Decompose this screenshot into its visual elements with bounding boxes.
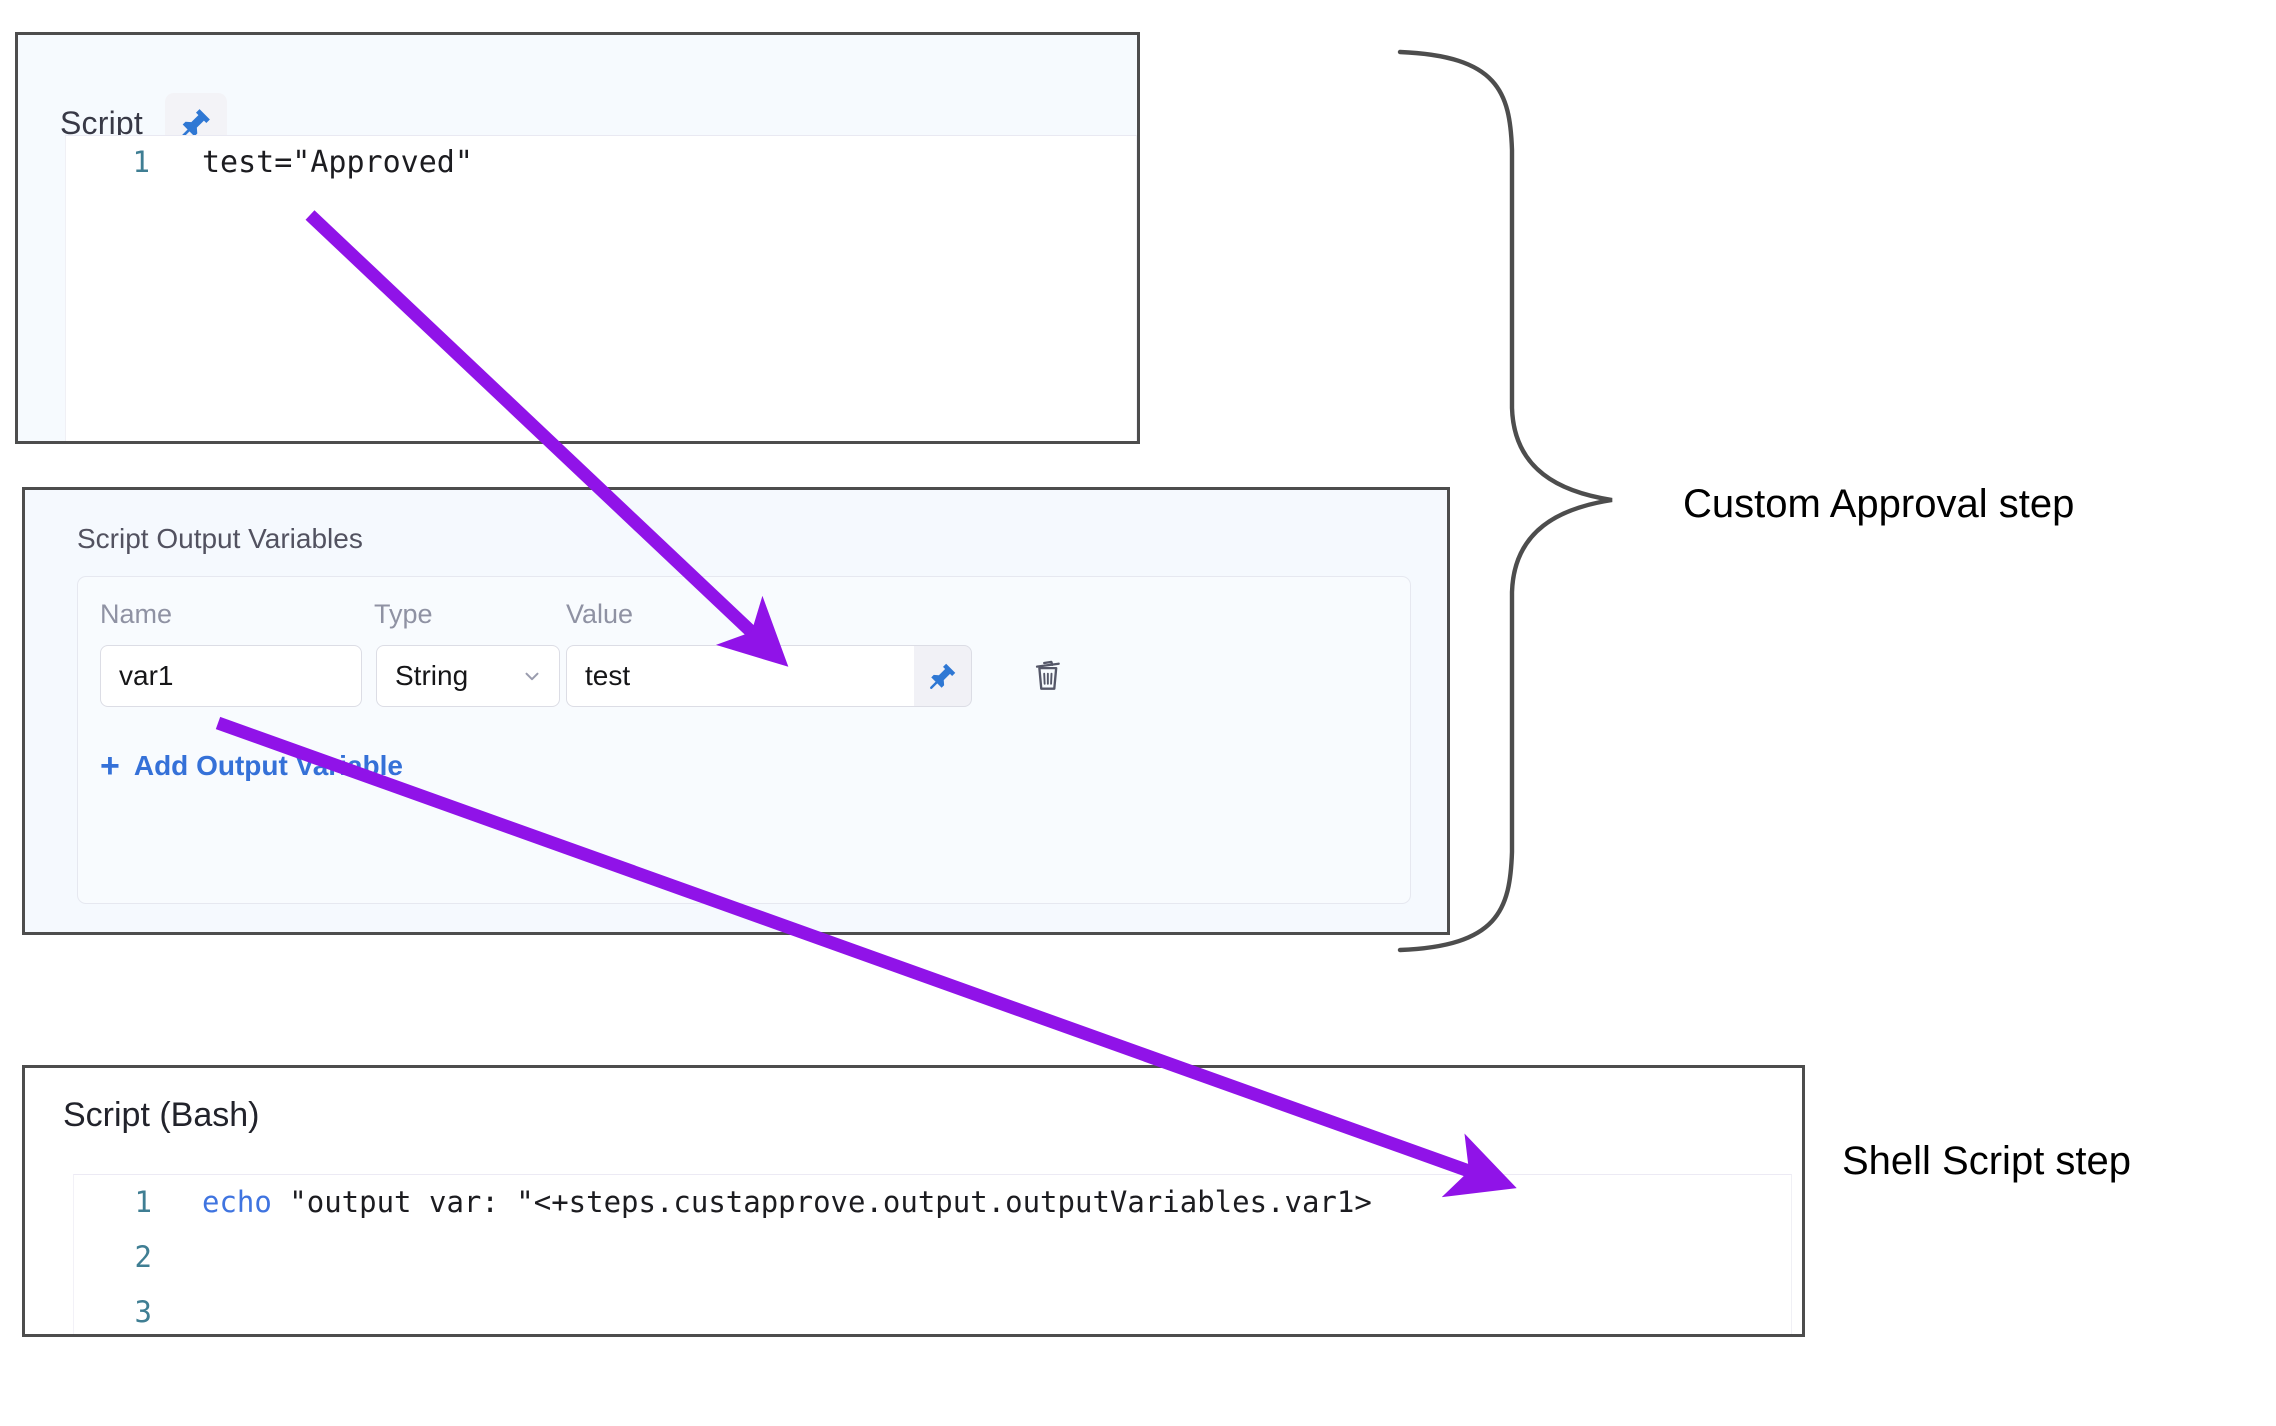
script-code-editor[interactable]: 1 test="Approved" (65, 135, 1137, 441)
line-number: 1 (132, 145, 150, 179)
line-number: 3 (134, 1295, 152, 1329)
pin-icon[interactable] (914, 645, 972, 707)
variable-name-input[interactable]: var1 (100, 645, 362, 707)
variable-value-input[interactable]: test (566, 645, 914, 707)
add-output-variable-label: Add Output Variable (133, 750, 403, 781)
line-number: 1 (134, 1185, 152, 1219)
page-title: Script (60, 104, 143, 141)
bash-panel-title: Script (Bash) (63, 1096, 260, 1134)
bash-script-panel: Script (Bash) 1 echo "output var: "<+ste… (22, 1065, 1805, 1337)
code-line: 1 test="Approved" (66, 136, 1136, 189)
variable-type-value: String (395, 660, 469, 691)
table-column-headers: Name Type Value (100, 599, 1400, 639)
script-panel: Script 1 test="Approved" (15, 32, 1140, 444)
column-header-name: Name (100, 599, 173, 629)
code-text: test="Approved" (202, 145, 473, 180)
chevron-down-icon (521, 665, 543, 687)
bash-code-editor[interactable]: 1 echo "output var: "<+steps.custapprove… (73, 1174, 1792, 1334)
code-line: 1 echo "output var: "<+steps.custapprove… (74, 1175, 1791, 1230)
annotation-label-shell-script: Shell Script step (1842, 1139, 2132, 1183)
trash-icon[interactable] (1020, 647, 1076, 705)
column-header-type: Type (374, 599, 433, 629)
section-title: Script Output Variables (77, 523, 363, 554)
add-output-variable-button[interactable]: + Add Output Variable (100, 749, 403, 783)
column-header-value: Value (566, 599, 634, 629)
code-text: "output var: "<+steps.custapprove.output… (271, 1185, 1372, 1219)
plus-icon: + (100, 747, 120, 785)
code-line: 3 (74, 1285, 1791, 1334)
annotation-label-custom-approval: Custom Approval step (1683, 482, 2075, 526)
script-output-variables-panel: Script Output Variables Name Type Value … (22, 487, 1450, 935)
output-variables-table: Name Type Value var1 String test (77, 576, 1411, 904)
variable-type-select[interactable]: String (376, 645, 560, 707)
code-keyword: echo (202, 1185, 272, 1219)
code-line: 2 (74, 1230, 1791, 1285)
script-panel-header: Script (60, 93, 227, 153)
table-row: var1 String test (100, 645, 1400, 709)
line-number: 2 (134, 1240, 152, 1274)
